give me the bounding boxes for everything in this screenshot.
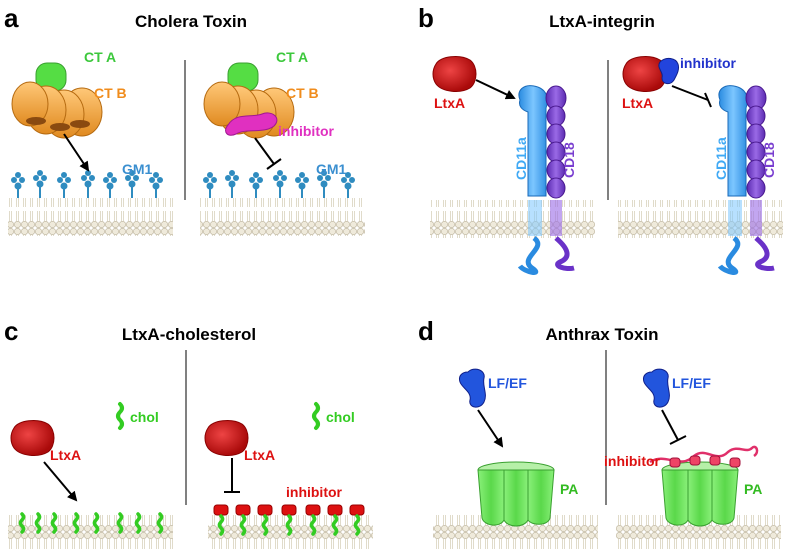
label-ltxa-c-left: LtxA xyxy=(50,447,81,463)
inhibitor-blob-a xyxy=(225,112,278,136)
label-cd11a-b-right: CD11a xyxy=(713,137,729,180)
panel-letter-c: c xyxy=(4,316,18,346)
integrin-cd11a-b-right xyxy=(717,85,748,275)
ltxa-toxin-c-right xyxy=(204,420,249,456)
arrow-c-left xyxy=(43,461,78,502)
panel-letter-d: d xyxy=(418,316,434,346)
ltxa-toxin-c-left xyxy=(10,420,55,456)
inhibition-arrow-a-right xyxy=(254,137,282,170)
label-chol-c-left: chol xyxy=(130,409,159,425)
label-pa-d-right: PA xyxy=(744,481,762,497)
membrane-a-left xyxy=(8,198,173,236)
ltxa-toxin-b-right xyxy=(622,56,667,92)
lfef-toxin-d-right xyxy=(643,368,670,408)
label-ltxa-b-right: LtxA xyxy=(622,95,653,111)
panel-title-b: LtxA-integrin xyxy=(549,12,655,31)
gm1-receptors-a-left xyxy=(11,170,163,198)
pa-pore-d-left xyxy=(477,461,555,527)
label-lfef-d-right: LF/EF xyxy=(672,375,711,391)
arrow-a-left xyxy=(63,133,90,172)
membrane-a-right xyxy=(200,198,365,236)
label-ctb-a-right: CT B xyxy=(286,85,319,101)
integrin-cd11a-b-left xyxy=(517,85,548,275)
panel-title-a: Cholera Toxin xyxy=(135,12,247,31)
label-cta-a-left: CT A xyxy=(84,49,116,65)
cholesterol-in-membrane-c-right xyxy=(217,514,361,536)
label-inhibitor-c-right: inhibitor xyxy=(286,484,343,500)
label-gm1-a-left: GM1 xyxy=(122,161,153,177)
inhibition-arrow-c-right xyxy=(224,458,240,493)
inhibitor-blue-b xyxy=(658,57,679,85)
panel-letter-b: b xyxy=(418,3,434,33)
label-cd18-b-left: CD18 xyxy=(561,142,577,178)
label-chol-c-right: chol xyxy=(326,409,355,425)
inhibition-arrow-b-right xyxy=(671,85,712,108)
label-lfef-d-left: LF/EF xyxy=(488,375,527,391)
inhibitor-peptide-d-right xyxy=(649,445,759,468)
label-cta-a-right: CT A xyxy=(276,49,308,65)
label-cd18-b-right: CD18 xyxy=(761,142,777,178)
integrin-cd18-b-left xyxy=(545,85,575,271)
integrin-cd18-b-right xyxy=(745,85,775,271)
cholera-toxin-a-left xyxy=(11,62,103,139)
chol-icon-c-left xyxy=(116,402,124,430)
inhibition-arrow-d-right xyxy=(661,409,687,445)
membrane-c-left xyxy=(8,513,173,551)
inhibitor-red-blocks-c-right xyxy=(213,504,365,516)
label-pa-d-left: PA xyxy=(560,481,578,497)
label-ctb-a-left: CT B xyxy=(94,85,127,101)
membrane-b-left xyxy=(430,200,595,238)
panel-title-d: Anthrax Toxin xyxy=(545,325,658,344)
arrow-b-left xyxy=(475,79,516,100)
label-ltxa-c-right: LtxA xyxy=(244,447,275,463)
cholesterol-in-membrane-c-left xyxy=(18,512,164,534)
label-inhibitor-a-right: inhibitor xyxy=(278,123,335,139)
label-cd11a-b-left: CD11a xyxy=(513,137,529,180)
label-inhibitor-b-right: inhibitor xyxy=(680,55,737,71)
label-ltxa-b-left: LtxA xyxy=(434,95,465,111)
chol-icon-c-right xyxy=(312,402,320,430)
label-gm1-a-right: GM1 xyxy=(316,161,347,177)
pa-pore-d-right xyxy=(661,461,739,527)
panel-letter-a: a xyxy=(4,3,19,33)
gm1-receptors-a-right xyxy=(203,170,355,198)
arrow-d-left xyxy=(477,409,504,448)
label-inhibitor-d-right: inhibitor xyxy=(604,453,661,469)
lfef-toxin-d-left xyxy=(459,368,486,408)
ltxa-toxin-b-left xyxy=(432,56,477,92)
panel-title-c: LtxA-cholesterol xyxy=(122,325,256,344)
